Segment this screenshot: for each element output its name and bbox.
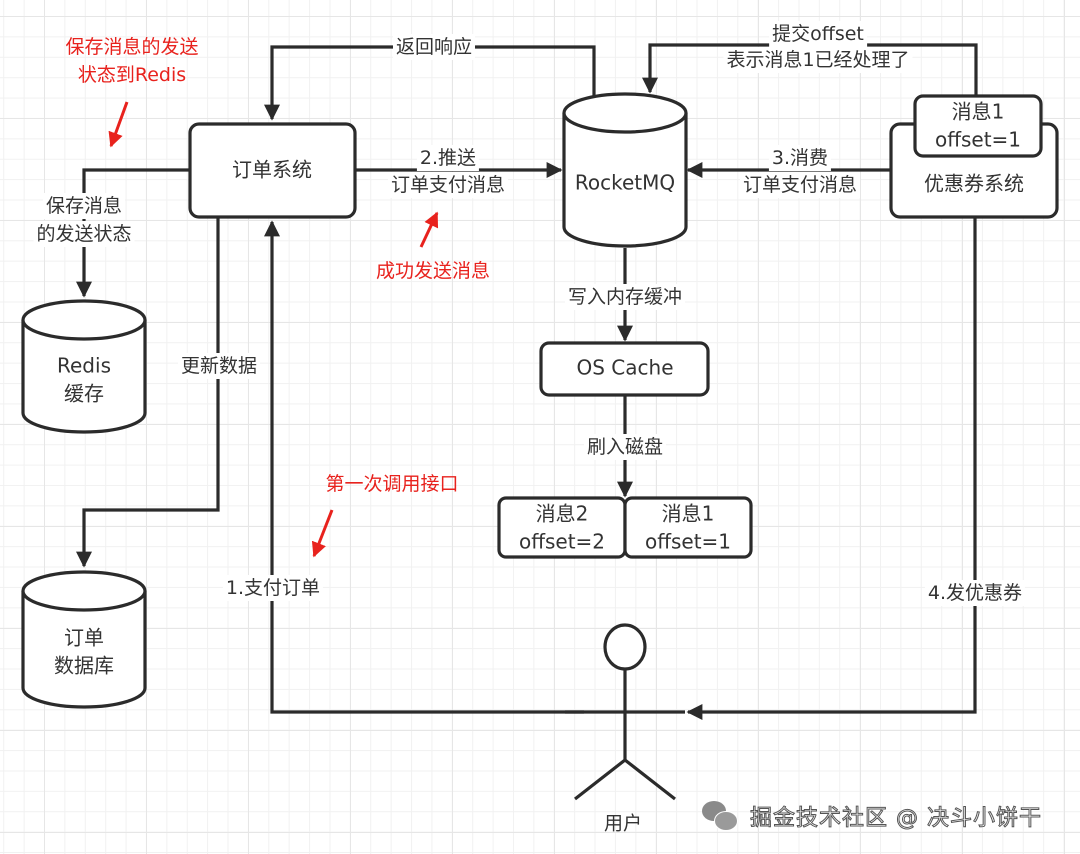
wechat-icon [702,801,738,831]
coupon-message-line2: offset=1 [934,127,1022,152]
os-cache-node [539,341,710,397]
flush-disk-label: 刷入磁盘 [583,434,667,460]
save-status-label-line2: 的发送状态 [33,221,135,247]
save-status-label-line1: 保存消息 [42,193,126,219]
disk-message-2-line2: offset=2 [518,529,606,554]
annotation-first-call: 第一次调用接口 [325,473,459,495]
edge-send-coupon [686,218,977,720]
coupon-message-card [913,94,1043,158]
consume-label-line2: 订单支付消息 [739,172,861,198]
watermark: 掘金技术社区 @ 决斗小饼干 [702,800,1042,832]
annotation-arrow-first-call [311,509,334,558]
annotation-send-success: 成功发送消息 [375,260,491,282]
order-db-label-line2: 数据库 [54,653,114,678]
consume-label-line1: 3.消费 [768,145,832,171]
order-db-label-line1: 订单 [64,625,104,650]
watermark-text: 掘金技术社区 @ 决斗小饼干 [750,806,1042,832]
disk-message-1-line2: offset=1 [644,529,732,554]
user-actor [565,623,685,801]
commit-offset-label-line2: 表示消息1已经处理了 [723,47,913,73]
edge-save-status [76,168,190,298]
send-coupon-label: 4.发优惠券 [924,580,1026,606]
disk-message-2-line1: 消息2 [535,501,589,526]
os-cache-label: OS Cache [576,355,674,380]
user-label: 用户 [603,812,643,835]
commit-offset-label-line1: 提交offset [769,21,867,47]
write-memory-label: 写入内存缓冲 [564,284,686,310]
annotation-save-redis-line2: 状态到Redis [77,64,187,86]
redis-node [21,299,147,434]
rocketmq-label: RocketMQ [574,170,676,195]
coupon-system-label: 优惠券系统 [924,171,1024,196]
disk-message-1-line1: 消息1 [661,501,715,526]
disk-message-1 [623,496,753,559]
return-response-label: 返回响应 [392,34,476,60]
update-data-label: 更新数据 [177,353,261,379]
rocketmq-node [562,92,688,248]
annotation-arrow-save-redis [108,101,129,148]
order-system-node [188,122,357,219]
coupon-message-line1: 消息1 [951,99,1005,124]
push-label-line2: 订单支付消息 [387,172,509,198]
redis-label-line2: 缓存 [64,381,104,406]
annotation-save-redis-line1: 保存消息的发送 [65,36,199,58]
edge-pay-order [264,220,584,714]
pay-order-label: 1.支付订单 [222,575,324,601]
redis-label-line1: Redis [57,353,111,378]
order-database-node [21,570,147,709]
annotation-arrow-send-success [419,211,439,248]
push-label-line1: 2.推送 [416,145,480,171]
order-system-label: 订单系统 [232,157,312,182]
